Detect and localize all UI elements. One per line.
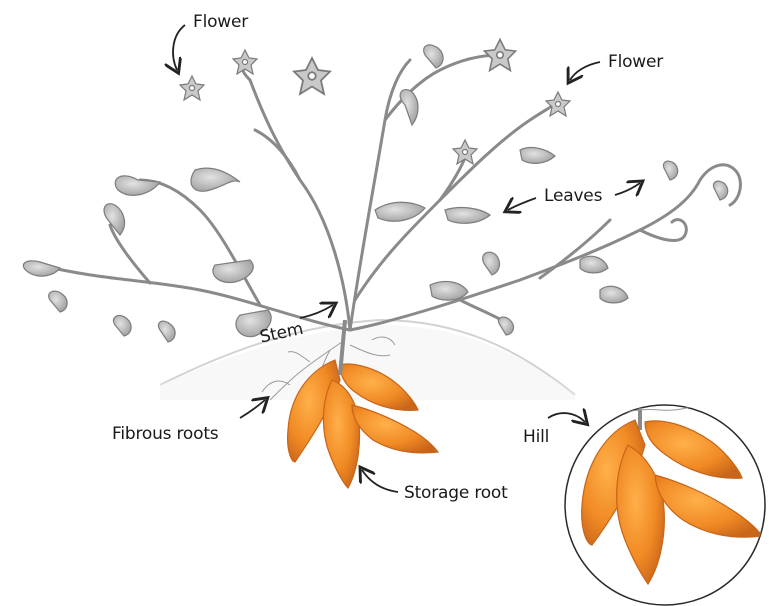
flower-right-arrow: [570, 62, 600, 80]
storage-root-arrow: [362, 470, 398, 492]
label-flower-right: Flower: [608, 52, 663, 72]
label-hill: Hill: [523, 427, 549, 447]
leaves-arrow-right: [615, 183, 640, 195]
flower: [484, 39, 515, 70]
flower: [233, 50, 257, 74]
flower-left-arrow: [173, 25, 185, 70]
label-leaves: Leaves: [544, 186, 602, 206]
label-storage-root: Storage root: [404, 483, 508, 503]
flowers: [180, 39, 570, 164]
stem-arrow: [300, 305, 333, 318]
label-fibrous-roots: Fibrous roots: [112, 424, 218, 444]
fibrous-roots-arrow: [240, 400, 265, 418]
flower: [294, 58, 330, 94]
leaves-arrow-left: [508, 198, 536, 210]
label-flower-left: Flower: [193, 12, 248, 32]
flower: [546, 92, 570, 116]
hill-arrow: [548, 413, 585, 422]
flower: [180, 76, 204, 100]
